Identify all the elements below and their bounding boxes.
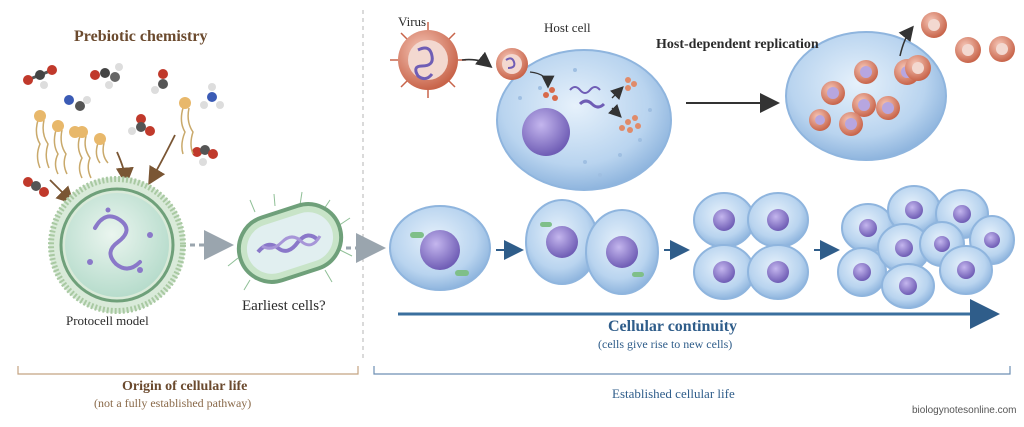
cell-cluster — [837, 185, 1015, 309]
origin-note: (not a fully established pathway) — [94, 396, 252, 410]
attached-virus — [496, 48, 528, 80]
prebiotic-title: Prebiotic chemistry — [74, 28, 208, 45]
site-credit: biologynotesonline.com — [912, 405, 1017, 416]
virus-attach-arrow — [461, 51, 493, 68]
protocell-label: Protocell model — [66, 313, 149, 328]
origin-title: Origin of cellular life — [122, 379, 248, 394]
host-cell — [496, 48, 672, 191]
established-title: Established cellular life — [612, 386, 735, 401]
earliest-cell — [227, 191, 353, 291]
earliest-cells-label: Earliest cells? — [242, 298, 326, 314]
protocell — [48, 176, 186, 314]
infected-host-cell — [785, 12, 1015, 161]
virus-label: Virus — [398, 14, 427, 29]
single-cell — [389, 205, 491, 291]
lipid-molecules — [34, 97, 194, 179]
origin-bracket — [17, 366, 359, 375]
replication-label: Host-dependent replication — [656, 37, 819, 52]
virus — [390, 22, 466, 98]
released-viruses — [905, 12, 1015, 81]
continuity-subtitle: (cells give rise to new cells) — [598, 337, 733, 351]
established-bracket — [373, 366, 1011, 375]
host-cell-label: Host cell — [544, 20, 591, 35]
prebiotic-molecules — [23, 63, 224, 197]
four-cells — [693, 192, 809, 300]
dividing-cells — [525, 199, 659, 295]
continuity-title: Cellular continuity — [608, 318, 738, 335]
